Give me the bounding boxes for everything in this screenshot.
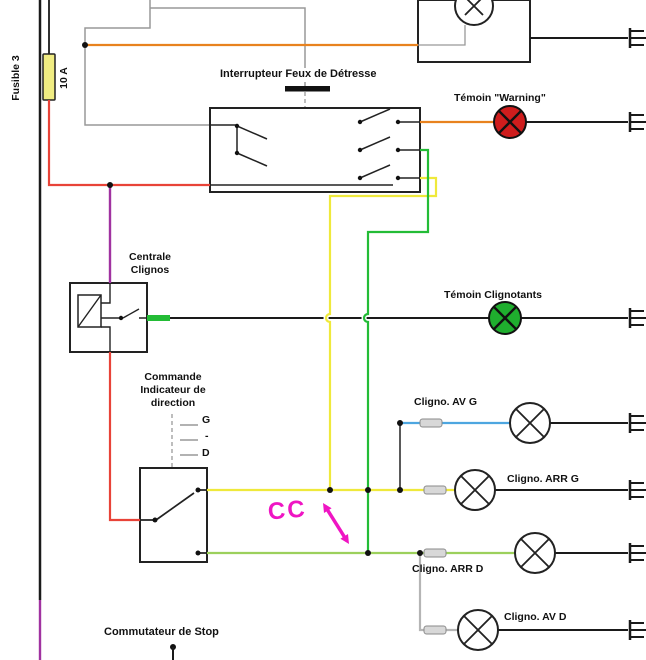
wire-black-distribution (170, 37, 628, 631)
top-component-box (417, 0, 531, 63)
inline-connectors (419, 418, 447, 635)
flasher-unit-label: Centrale Clignos (128, 251, 171, 277)
stop-switch-stub (170, 644, 176, 660)
ground-icon (628, 413, 646, 433)
connector (423, 485, 447, 495)
hazard-switch-terminals (234, 119, 401, 181)
connector (423, 625, 447, 635)
fuse-rating-label: 10 A (58, 67, 70, 89)
stop-switch-label: Commutateur de Stop (104, 626, 219, 638)
position-d-label: D (202, 447, 210, 459)
warning-indicator-label: Témoin "Warning" (454, 92, 546, 104)
ground-icon (628, 308, 646, 328)
direction-switch-lever (140, 489, 207, 554)
ground-symbols (628, 28, 646, 640)
wire-red (47, 100, 210, 522)
lamp-front-left-label: Cligno. AV G (414, 396, 477, 408)
lamp-rear-right-symbol (514, 532, 556, 574)
turn-indicator-label: Témoin Clignotants (444, 289, 542, 301)
hazard-switch-contacts (210, 108, 420, 186)
ground-icon (628, 480, 646, 500)
flasher-unit-box (69, 282, 148, 353)
position-neutral-label: - (205, 430, 209, 442)
direction-switch-box (139, 467, 208, 563)
direction-control-label: Commande Indicateur de direction (140, 371, 206, 410)
warning-indicator-symbol (493, 105, 527, 139)
hazard-switch-box (209, 107, 421, 193)
wire-orange (85, 43, 494, 124)
position-g-label: G (202, 414, 211, 426)
hazard-button-bar (285, 86, 330, 92)
lamp-front-left-symbol (509, 402, 551, 444)
connector (423, 548, 447, 558)
lamp-front-right-symbol (457, 609, 499, 651)
wire-purple (38, 185, 112, 660)
feed-wire-gray (84, 0, 306, 126)
fuse-label: Fusible 3 (10, 55, 22, 101)
short-circuit-annotation: CC (266, 495, 308, 526)
ground-icon (628, 620, 646, 640)
lever-position-marks (180, 424, 198, 456)
lamp-rear-right-label: Cligno. ARR D (412, 563, 484, 575)
top-lamp-symbol (454, 0, 494, 26)
junction-dots (82, 42, 423, 556)
fuse-body (42, 53, 56, 101)
lamp-rear-left-symbol (454, 469, 496, 511)
hazard-switch-label: Interrupteur Feux de Détresse (217, 68, 380, 82)
ground-icon (628, 543, 646, 563)
connector (419, 418, 443, 428)
ground-icon (628, 28, 646, 48)
lamp-front-right-label: Cligno. AV D (504, 611, 567, 623)
annotation-arrow (323, 503, 349, 544)
turn-indicator-symbol (488, 301, 522, 335)
lamp-rear-left-label: Cligno. ARR G (507, 473, 579, 485)
wire-yellow-left-circuit (207, 176, 455, 492)
ground-icon (628, 112, 646, 132)
wire-green-hazard-feed (362, 148, 430, 553)
